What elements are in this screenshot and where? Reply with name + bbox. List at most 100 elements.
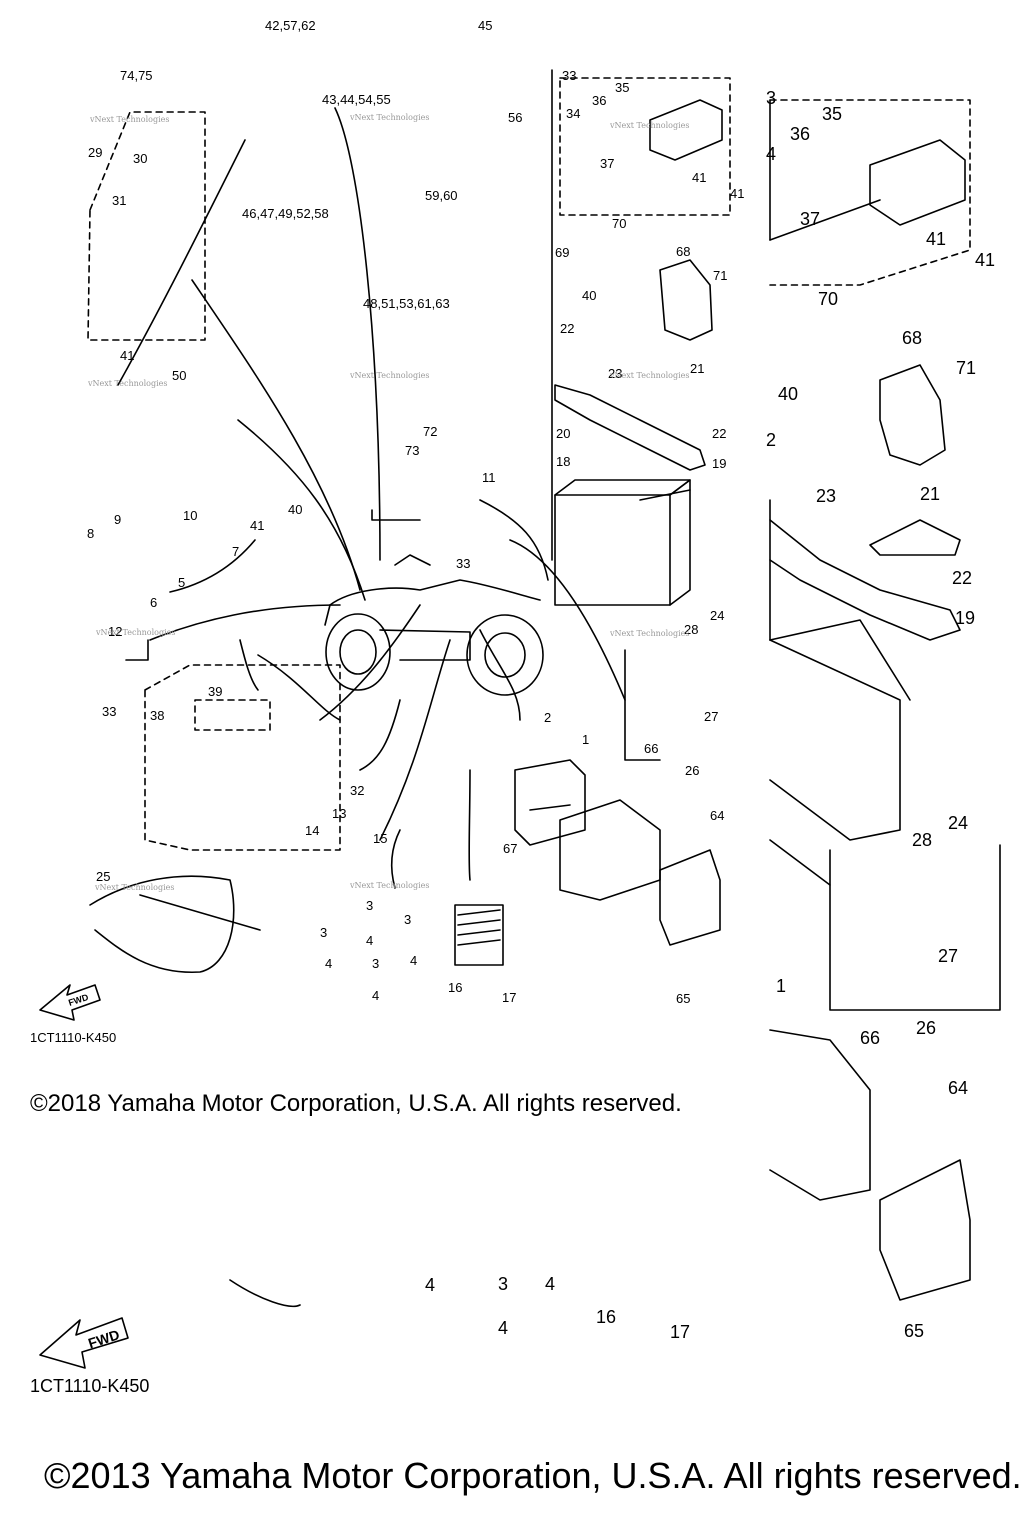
callout-label: 26 <box>685 763 699 778</box>
part-code-top: 1CT1110-K450 <box>30 1030 117 1045</box>
callout-label: 69 <box>555 245 569 260</box>
battery-upper <box>554 479 691 606</box>
ecu-bracket-zoom <box>769 1029 871 1201</box>
callout-label: 7 <box>232 544 239 559</box>
dashed-group-box <box>194 699 271 731</box>
callout-label: 4 <box>325 956 332 971</box>
callout-label: 28 <box>684 622 698 637</box>
callout-label: 72 <box>423 424 437 439</box>
callout-label: 45 <box>478 18 492 33</box>
divider-line <box>390 829 401 889</box>
callout-label: 3 <box>366 898 373 913</box>
relay-bracket-zoom <box>879 364 946 466</box>
lower-callout-label: 4 <box>545 1274 555 1294</box>
divider-line <box>509 539 626 701</box>
dashed-group-box <box>144 664 341 851</box>
battery-bracket-zoom <box>769 519 961 641</box>
rectifier-regulator <box>659 849 721 946</box>
divider-line <box>149 604 341 641</box>
watermark: vNext Technologies <box>95 628 175 637</box>
fuse-box-zoom <box>769 139 966 241</box>
watermark: vNext Technologies <box>349 371 429 380</box>
zoom-callout-label: 24 <box>948 813 968 833</box>
callout-label: 68 <box>676 244 690 259</box>
zoom-callout-label: 3 <box>766 88 776 108</box>
callout-label: 16 <box>448 980 462 995</box>
fwd-arrow-top <box>39 984 101 1021</box>
divider-line <box>191 279 361 591</box>
callout-label: 37 <box>600 156 614 171</box>
zoom-callout-label: 70 <box>818 289 838 309</box>
divider-line <box>237 419 366 601</box>
callout-label: 29 <box>88 145 102 160</box>
callout-label: 42,57,62 <box>265 18 316 33</box>
divider-line <box>257 654 341 721</box>
zoom-callout-label: 40 <box>778 384 798 404</box>
callout-label: 41 <box>250 518 264 533</box>
callout-label: 3 <box>320 925 327 940</box>
callout-label: 35 <box>615 80 629 95</box>
callout-label: 56 <box>508 110 522 125</box>
callout-label: 23 <box>608 366 622 381</box>
callout-label: 19 <box>712 456 726 471</box>
zoom-callout-label: 36 <box>790 124 810 144</box>
ecu-bracket <box>559 799 661 901</box>
zoom-divider <box>829 844 1001 1011</box>
callout-label: 1 <box>582 732 589 747</box>
zoom-callout-label: 27 <box>938 946 958 966</box>
lower-callout-label: 16 <box>596 1307 616 1327</box>
callout-label: 64 <box>710 808 724 823</box>
part-code-bottom: 1CT1110-K450 <box>30 1376 150 1396</box>
callout-label: 8 <box>87 526 94 541</box>
zoom-callout-label: 41 <box>975 250 995 270</box>
zoom-callout-label: 41 <box>926 229 946 249</box>
battery-zoom <box>769 619 911 841</box>
callout-label: 22 <box>560 321 574 336</box>
ecu-unit <box>514 759 586 846</box>
zoom-callout-label: 37 <box>800 209 820 229</box>
zoom-callout-label: 35 <box>822 104 842 124</box>
divider-line <box>117 139 246 386</box>
callout-label: 3 <box>372 956 379 971</box>
callout-label: 41 <box>120 348 134 363</box>
callout-label: 14 <box>305 823 319 838</box>
copyright-top: ©2018 Yamaha Motor Corporation, U.S.A. A… <box>30 1090 682 1117</box>
callout-label: 9 <box>114 512 121 527</box>
lower-callout-label: 17 <box>670 1322 690 1342</box>
callout-label: 24 <box>710 608 724 623</box>
callout-label: 27 <box>704 709 718 724</box>
callout-label: 12 <box>108 624 122 639</box>
divider-line <box>319 604 421 721</box>
zoom-callout-label: 26 <box>916 1018 936 1038</box>
zoom-callout-label: 68 <box>902 328 922 348</box>
watermark: vNext Technologies <box>349 881 429 890</box>
callout-label: 4 <box>372 988 379 1003</box>
zoom-divider <box>769 839 831 886</box>
lower-callout-label: 4 <box>498 1318 508 1338</box>
divider-line <box>479 499 549 581</box>
divider-line <box>125 639 149 661</box>
zoom-callout-label: 2 <box>766 430 776 450</box>
callout-label: 5 <box>178 575 185 590</box>
callout-label: 18 <box>556 454 570 469</box>
divider-line <box>359 699 401 771</box>
callout-label: 67 <box>503 841 517 856</box>
fuse-box-upper <box>649 99 723 161</box>
battery-bracket-upper <box>554 384 706 471</box>
watermark: vNext Technologies <box>89 115 169 124</box>
callout-label: 66 <box>644 741 658 756</box>
divider-line <box>479 629 521 721</box>
callout-label: 70 <box>612 216 626 231</box>
zoom-callout-label: 19 <box>955 608 975 628</box>
callout-label: 30 <box>133 151 147 166</box>
callout-label: 17 <box>502 990 516 1005</box>
watermark: vNext Technologies <box>609 121 689 130</box>
copyright-bottom: ©2013 Yamaha Motor Corporation, U.S.A. A… <box>44 1455 1022 1496</box>
divider-line <box>169 539 256 593</box>
callout-label: 31 <box>112 193 126 208</box>
callout-label: 25 <box>96 869 110 884</box>
callout-label: 65 <box>676 991 690 1006</box>
lower-fragment <box>229 1279 301 1307</box>
wire-harness <box>89 875 235 973</box>
